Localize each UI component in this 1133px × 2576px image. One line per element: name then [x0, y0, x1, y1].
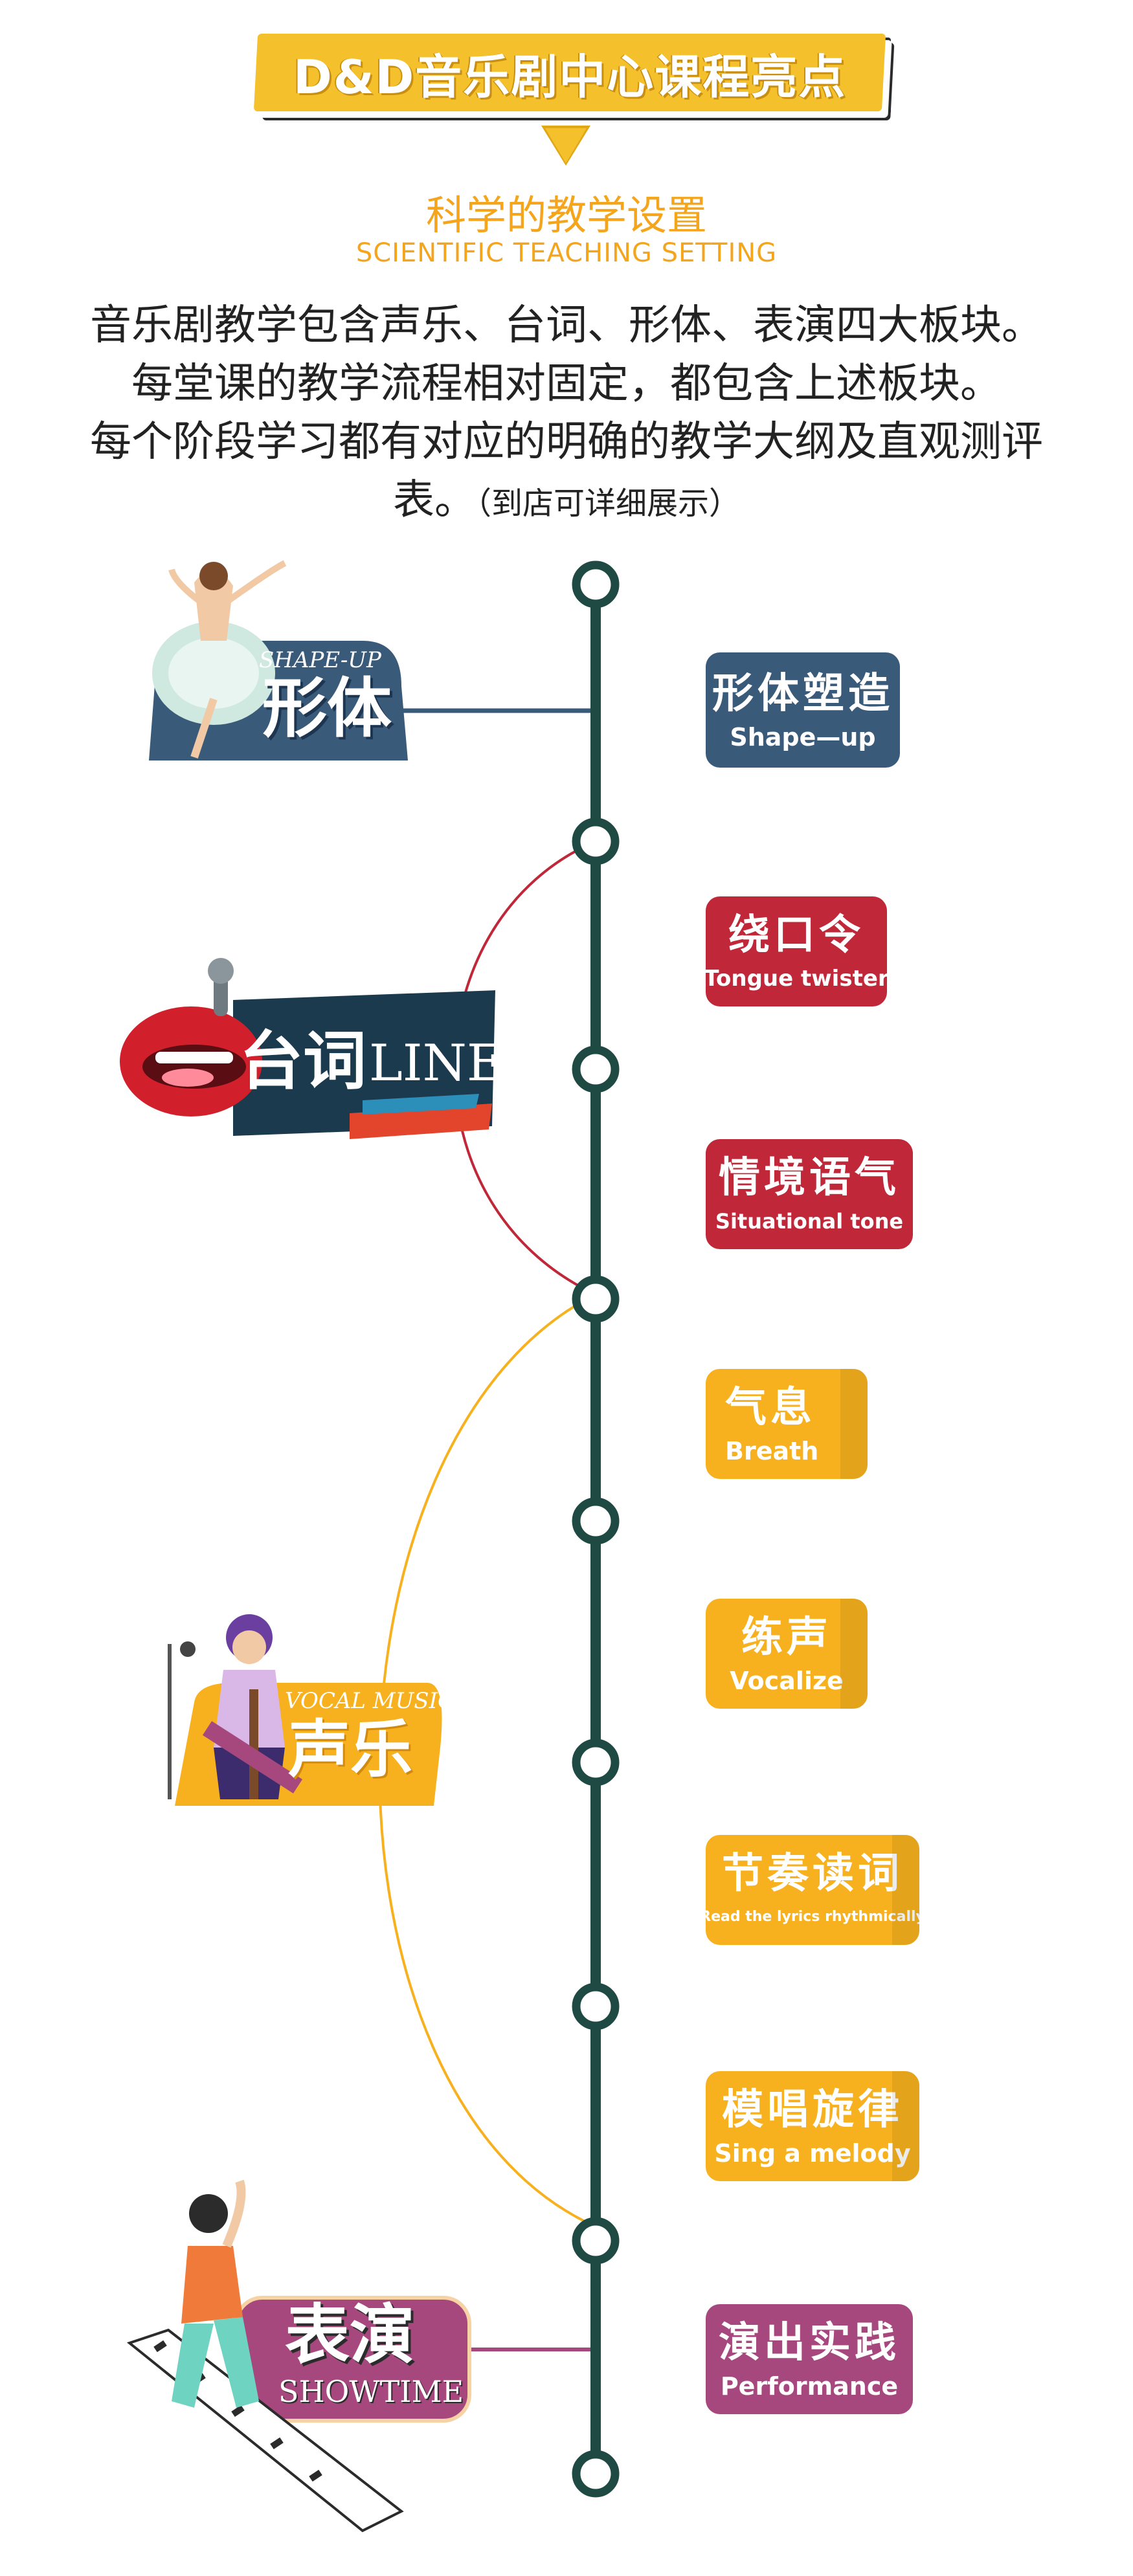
item-en-label: Breath	[725, 1437, 819, 1465]
intro-paragraph: 音乐剧教学包含声乐、台词、形体、表演四大板块。 每堂课的教学流程相对固定，都包含…	[52, 296, 1081, 533]
timeline-node	[572, 1497, 620, 1545]
timeline-node	[572, 1982, 620, 2030]
item-cn-label: 情境语气	[719, 1154, 900, 1202]
item-vocalize: 练声 Vocalize	[706, 1599, 868, 1709]
category-vocal-en: VOCAL MUSIC	[285, 1688, 454, 1714]
item-cn-label: 节奏读词	[722, 1850, 903, 1898]
timeline-node	[572, 817, 620, 865]
pill-shade	[840, 1369, 868, 1479]
item-performance: 演出实践 Performance	[706, 2304, 913, 2414]
pill-shade	[840, 1599, 868, 1709]
timeline-node	[572, 1738, 620, 1786]
category-lines-cn: 台词	[240, 1025, 367, 1098]
category-lines-en: LINES	[369, 1034, 539, 1093]
category-shape-en: SHAPE-UP	[259, 647, 381, 673]
item-cn-label: 气息	[725, 1384, 816, 1432]
timeline-node	[572, 1045, 620, 1093]
category-shape-cn: 形体	[262, 671, 392, 746]
item-cn-label: 绕口令	[728, 911, 864, 959]
item-read-lyrics: 节奏读词 Read the lyrics rhythmically	[700, 1835, 925, 1945]
down-triangle-icon	[545, 128, 587, 163]
lips-microphone-illustration	[120, 958, 495, 1139]
pill-shade	[892, 1835, 919, 1945]
item-en-label: Sing a melody	[714, 2139, 911, 2168]
item-cn-label: 模唱旋律	[722, 2086, 903, 2134]
item-sing-melody: 模唱旋律 Sing a melody	[706, 2071, 919, 2181]
item-situational-tone: 情境语气 Situational tone	[706, 1139, 913, 1249]
timeline-node	[572, 1275, 620, 1323]
intro-line-3: 每个阶段学习都有对应的明确的教学大纲及直观测评	[90, 418, 1043, 466]
intro-line-1: 音乐剧教学包含声乐、台词、形体、表演四大板块。	[90, 302, 1043, 350]
item-en-label: Situational tone	[715, 1209, 904, 1234]
dancer-piano-illustration	[126, 2179, 471, 2533]
singer-illustration	[168, 1614, 442, 1806]
intro-line-2: 每堂课的教学流程相对固定，都包含上述板块。	[131, 360, 1002, 408]
item-cn-label: 演出实践	[719, 2319, 900, 2367]
timeline-node	[572, 2217, 620, 2265]
item-cn-label: 形体塑造	[712, 670, 893, 718]
intro-line-4: 表。（到店可详细展示）	[52, 471, 1081, 533]
section-subtitle-en: SCIENTIFIC TEACHING SETTING	[355, 238, 778, 268]
intro-note: （到店可详细展示）	[475, 485, 740, 522]
item-en-label: Read the lyrics rhythmically	[700, 1909, 925, 1925]
category-vocal-cn: 声乐	[288, 1713, 412, 1786]
item-en-label: Performance	[720, 2372, 899, 2401]
item-shape-up: 形体塑造 Shape—up	[706, 652, 900, 768]
item-tongue-twister: 绕口令 Tongue twister	[704, 896, 889, 1006]
timeline-node	[572, 561, 620, 608]
item-en-label: Tongue twister	[704, 966, 889, 992]
item-en-label: Shape—up	[730, 723, 876, 751]
category-show-en: SHOWTIME	[278, 2374, 464, 2409]
pill-shade	[892, 2071, 919, 2181]
item-breath: 气息 Breath	[706, 1369, 868, 1479]
ballerina-illustration	[149, 560, 408, 761]
section-subtitle-cn: 科学的教学设置	[425, 192, 707, 239]
category-show-cn: 表演	[285, 2297, 414, 2373]
timeline-node	[572, 2450, 620, 2498]
item-cn-label: 练声	[741, 1614, 832, 1661]
item-en-label: Vocalize	[730, 1667, 844, 1695]
intro-line-4-main: 表。	[392, 476, 476, 524]
